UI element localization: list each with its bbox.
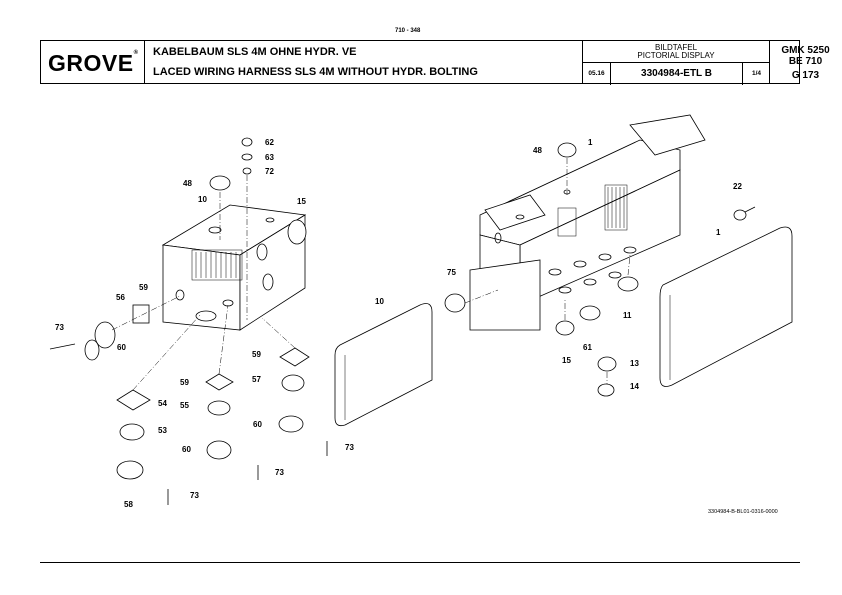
callout-60-left: 60: [117, 343, 126, 352]
junction-box-left: [161, 204, 307, 331]
description-cell: KABELBAUM SLS 4M OHNE HYDR. VE LACED WIR…: [145, 41, 583, 83]
model-cell: GMK 5250 BE 710 G 173: [770, 41, 829, 83]
logo-cell: GROVE®: [41, 41, 145, 83]
callout-48-right: 48: [533, 146, 542, 155]
connector-55: [207, 400, 231, 416]
plug-48-left: [209, 175, 231, 191]
callout-56: 56: [116, 293, 125, 302]
cap-60-mid: [206, 440, 232, 460]
cover-1: [659, 226, 793, 387]
callout-22: 22: [733, 182, 742, 191]
document-number: 3304984-ETL B: [611, 63, 743, 85]
callout-58: 58: [124, 500, 133, 509]
callout-62: 62: [265, 138, 274, 147]
callout-61: 61: [583, 343, 592, 352]
callout-14: 14: [630, 382, 639, 391]
callout-63: 63: [265, 153, 274, 162]
frame-assembly-right: [469, 114, 706, 331]
callout-1-cover: 1: [716, 228, 721, 237]
callout-73-mid: 73: [275, 468, 284, 477]
page-number: 710 - 348: [395, 28, 421, 34]
cover-10: [334, 303, 433, 427]
callout-60-mid: 60: [182, 445, 191, 454]
sheet-number: 1/4: [751, 70, 762, 77]
callout-53: 53: [158, 426, 167, 435]
callout-1-frame: 1: [588, 138, 593, 147]
callout-55: 55: [180, 401, 189, 410]
model-number: GMK 5250: [781, 45, 830, 56]
callout-10-cover: 10: [375, 297, 384, 306]
callout-54: 54: [158, 399, 167, 408]
callout-60-right: 60: [253, 420, 262, 429]
label-german: BILDTAFEL: [654, 43, 698, 52]
grove-logo: GROVE®: [48, 50, 139, 76]
display-label: BILDTAFEL PICTORIAL DISPLAY: [583, 41, 769, 63]
callout-75: 75: [447, 268, 456, 277]
callout-59-right: 59: [252, 350, 261, 359]
model-code: G 173: [791, 70, 820, 81]
model-variant: BE 710: [788, 56, 823, 67]
connector-57: [281, 374, 305, 392]
brand-name: GROVE: [48, 50, 134, 76]
plug-75: [444, 293, 466, 313]
connector-56: [94, 321, 116, 349]
cap-60-right: [278, 415, 304, 433]
gland-61: [579, 305, 601, 321]
callout-57: 57: [252, 375, 261, 384]
cap-58: [116, 460, 144, 480]
title-block: GROVE® KABELBAUM SLS 4M OHNE HYDR. VE LA…: [40, 40, 830, 85]
callout-48-left: 48: [183, 179, 192, 188]
callout-labels: 62 63 72 48 10 15 59 56 73 60 59 59 57 5…: [55, 138, 742, 509]
drawing-reference-code: 3304984-B-BL01-0316-0000: [708, 509, 778, 515]
callout-13: 13: [630, 359, 639, 368]
callout-59-left: 59: [139, 283, 148, 292]
document-info-cell: BILDTAFEL PICTORIAL DISPLAY 05.16 330498…: [583, 41, 770, 85]
gland-14: [597, 383, 615, 397]
callout-11: 11: [623, 311, 632, 320]
terminal-22: [733, 209, 747, 221]
document-date: 05.16: [583, 63, 611, 85]
callout-59-mid: 59: [180, 378, 189, 387]
document-info-row: 05.16 3304984-ETL B 1/4: [583, 63, 769, 85]
connector-53: [119, 423, 145, 441]
bottom-rule: [40, 562, 800, 563]
title-german: KABELBAUM SLS 4M OHNE HYDR. VE: [153, 46, 357, 58]
gland-15-right: [555, 320, 575, 336]
callout-73-bottom: 73: [190, 491, 199, 500]
callout-15-right: 15: [562, 356, 571, 365]
callout-73-left: 73: [55, 323, 64, 332]
callout-73-right: 73: [345, 443, 354, 452]
callout-10-box: 10: [198, 195, 207, 204]
title-english: LACED WIRING HARNESS SLS 4M WITHOUT HYDR…: [153, 66, 478, 78]
label-english: PICTORIAL DISPLAY: [637, 51, 715, 60]
gland-11: [617, 276, 639, 292]
plug-48-right: [557, 142, 577, 158]
gland-15-left: [287, 219, 307, 245]
flange-59-left: [132, 304, 150, 324]
callout-72: 72: [265, 167, 274, 176]
callout-15-left: 15: [297, 197, 306, 206]
gland-13: [597, 356, 617, 372]
